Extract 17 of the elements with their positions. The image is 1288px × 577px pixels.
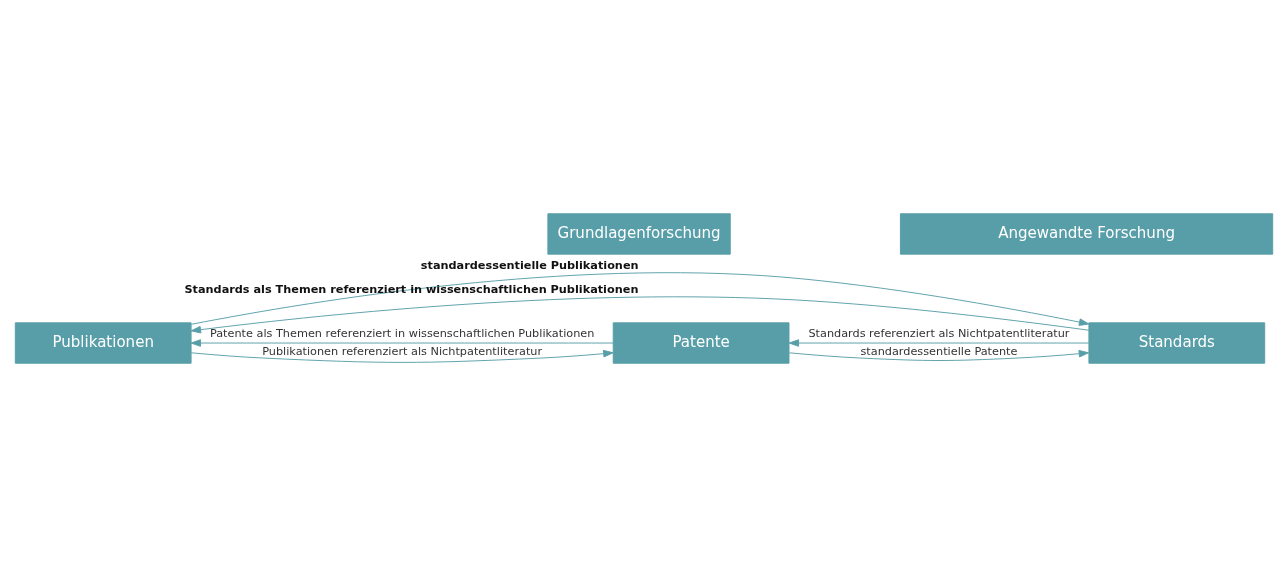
arrow [190, 296, 1090, 334]
node-box: Publikationen [14, 322, 192, 364]
arrow [190, 272, 1090, 326]
node-box: Grundlagenforschung [547, 213, 731, 255]
node-box: Standards [1088, 322, 1266, 364]
edge-label: standardessentielle Publikationen [420, 258, 639, 272]
arrow [190, 339, 614, 347]
edge-label: Standards als Themen referenziert in wissenschaftlichen Publikationen [184, 282, 639, 296]
edge-label: Standards referenziert als Nichtpatentliteratur [808, 327, 1070, 341]
arrow [788, 339, 1090, 347]
node-box: Patente [612, 322, 790, 364]
edge-label: Patente als Themen referenziert in wissenschaftlichen Publikationen [209, 327, 595, 341]
arrow [190, 349, 614, 363]
arrow [788, 349, 1090, 361]
edge-label: standardessentielle Patente [860, 344, 1018, 358]
edge-label: Publikationen referenziert als Nichtpatentliteratur [262, 344, 543, 358]
node-box: Angewandte Forschung [899, 213, 1274, 255]
